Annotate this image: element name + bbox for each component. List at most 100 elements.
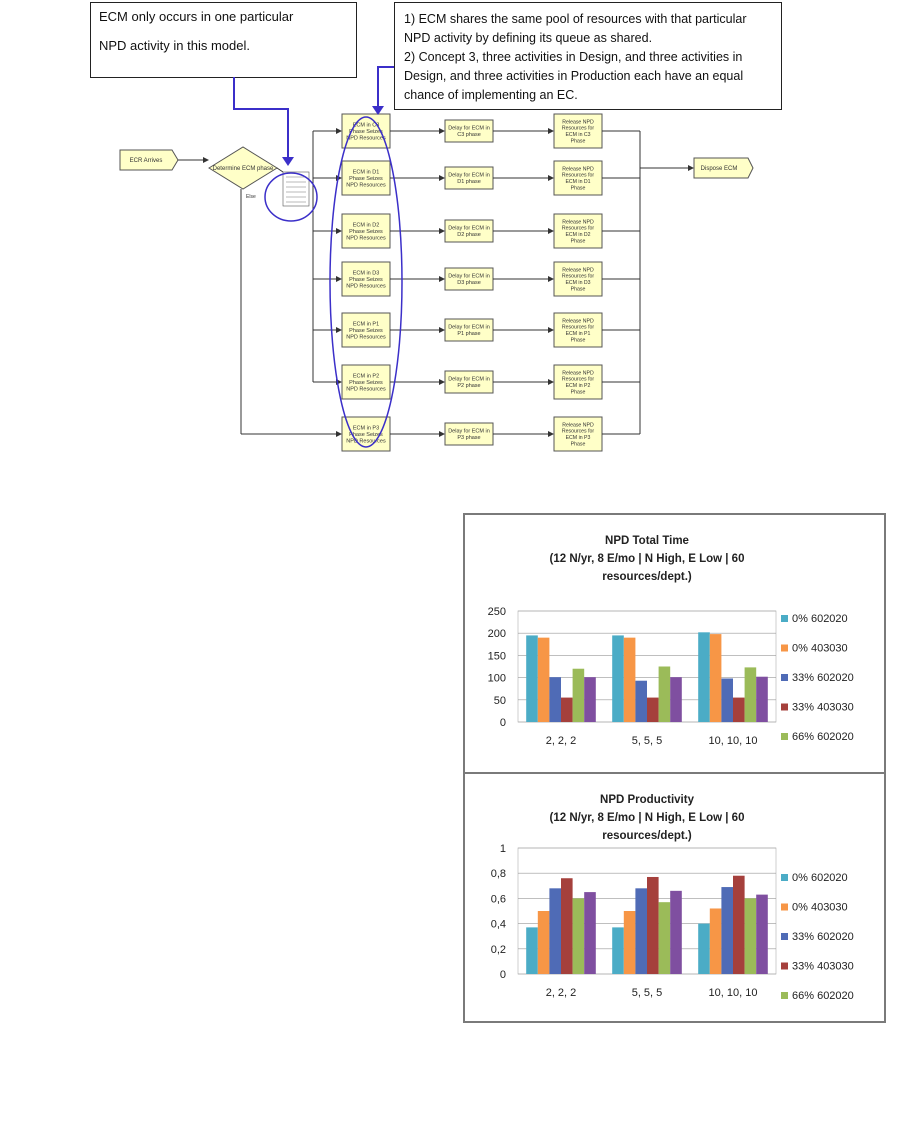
callout-left-arrowhead: [282, 157, 294, 166]
bar: [549, 888, 561, 974]
bar: [670, 677, 682, 722]
release-module-label-line: Resources for: [562, 429, 595, 435]
chart-title-line: resources/dept.): [602, 571, 692, 583]
seize-module-label-line: NPD Resources: [346, 438, 386, 444]
delay-module-label-line: Delay for ECM in: [448, 173, 490, 179]
delay-module-label-line: P3 phase: [457, 435, 480, 441]
decision-outputs-box: [282, 171, 310, 207]
bar: [623, 911, 636, 974]
bar: [526, 927, 538, 974]
bar: [698, 632, 710, 722]
legend-swatch: [781, 644, 788, 652]
release-module-label-line: Phase: [571, 138, 586, 144]
bar: [623, 637, 636, 722]
y-tick-label: 150: [488, 650, 506, 662]
x-tick-label: 2, 2, 2: [546, 987, 577, 999]
legend-swatch: [781, 874, 788, 881]
y-tick-label: 100: [488, 673, 506, 685]
seize-module: [341, 364, 391, 400]
release-module-label-line: Resources for: [562, 126, 595, 132]
delay-module-label-line: C3 phase: [457, 132, 481, 138]
decide-else-label: Else: [246, 194, 256, 200]
bar: [561, 697, 573, 722]
legend-swatch: [781, 962, 788, 970]
bar: [561, 878, 573, 974]
bar: [612, 635, 624, 722]
y-tick-label: 0: [500, 969, 506, 981]
dispose-ecm-module: [693, 157, 754, 179]
seize-module-label-line: Phase Seizes: [349, 176, 383, 182]
legend-swatch: [781, 933, 788, 940]
bar: [670, 890, 682, 974]
seize-module-label-line: NPD Resources: [346, 235, 386, 241]
release-module-label-line: Phase: [571, 441, 586, 447]
release-module-label-line: Phase: [571, 337, 586, 343]
chart-title-line: (12 N/yr, 8 E/mo | N High, E Low | 60: [550, 812, 745, 824]
callout-right-line-3: 2) Concept 3, three activities in Design…: [404, 50, 743, 64]
seize-module: [341, 213, 391, 249]
release-module-label-line: Resources for: [562, 274, 595, 280]
release-module-label-line: Phase: [571, 389, 586, 395]
callout-right-line-2: NPD activity by defining its queue as sh…: [404, 31, 653, 45]
seize-module-label-line: NPD Resources: [346, 182, 386, 188]
y-tick-label: 0,2: [491, 944, 506, 956]
legend-swatch: [781, 903, 788, 911]
delay-module-label-line: P1 phase: [457, 331, 480, 337]
bar: [584, 677, 596, 722]
y-tick-label: 0: [500, 717, 506, 729]
bar: [709, 634, 722, 722]
npd-productivity-chart: NPD Productivity(12 N/yr, 8 E/mo | N Hig…: [491, 794, 854, 1002]
release-module-label-line: Phase: [571, 185, 586, 191]
release-module: [553, 364, 603, 400]
y-tick-label: 250: [488, 606, 506, 618]
y-tick-label: 0,4: [491, 919, 506, 931]
release-module-label-line: Phase: [571, 286, 586, 292]
x-tick-label: 2, 2, 2: [546, 735, 577, 747]
bar: [647, 876, 659, 974]
legend-label: 66% 602020: [792, 990, 854, 1002]
seize-module: [341, 416, 391, 452]
release-module-label-line: Resources for: [562, 173, 595, 179]
dispose-ecm-label-line: Dispose ECM: [701, 166, 738, 172]
x-tick-label: 10, 10, 10: [709, 987, 758, 999]
callout-left-line-2: NPD activity in this model.: [99, 38, 250, 53]
release-module-label-line: Resources for: [562, 377, 595, 383]
callout-right-line-1: 1) ECM shares the same pool of resources…: [404, 12, 747, 26]
seize-module: [341, 261, 391, 297]
release-module-label-line: ECM in C3: [565, 132, 590, 138]
bar: [549, 677, 561, 722]
chart-title-line: (12 N/yr, 8 E/mo | N High, E Low | 60: [550, 553, 745, 565]
release-module-label-line: ECM in P3: [566, 435, 591, 441]
dispose-ecm-label: Dispose ECM: [701, 166, 738, 172]
bar: [658, 666, 671, 722]
release-module-label-line: ECM in D2: [565, 232, 590, 238]
legend-label: 66% 602020: [792, 731, 854, 743]
release-module-label-line: ECM in P1: [566, 331, 591, 337]
release-module-label-line: ECM in P2: [566, 383, 591, 389]
legend-label: 33% 403030: [792, 702, 854, 714]
delay-module-label-line: D1 phase: [457, 179, 481, 185]
bar: [635, 888, 647, 974]
bar: [537, 637, 550, 722]
release-module-label-line: Resources for: [562, 325, 595, 331]
bar: [756, 894, 768, 974]
bar: [572, 898, 585, 974]
npd-productivity-chart-panel: NPD Productivity(12 N/yr, 8 E/mo | N Hig…: [463, 772, 886, 1023]
seize-module-label-line: NPD Resources: [346, 386, 386, 392]
seize-module-label-line: ECM in P3: [353, 425, 379, 431]
legend-label: 33% 403030: [792, 961, 854, 973]
legend-label: 0% 403030: [792, 643, 848, 655]
callout-right-line-4: Design, and three activities in Producti…: [404, 69, 744, 83]
release-module-label-line: Release NPD: [562, 166, 594, 172]
delay-module-label-line: Delay for ECM in: [448, 126, 490, 132]
